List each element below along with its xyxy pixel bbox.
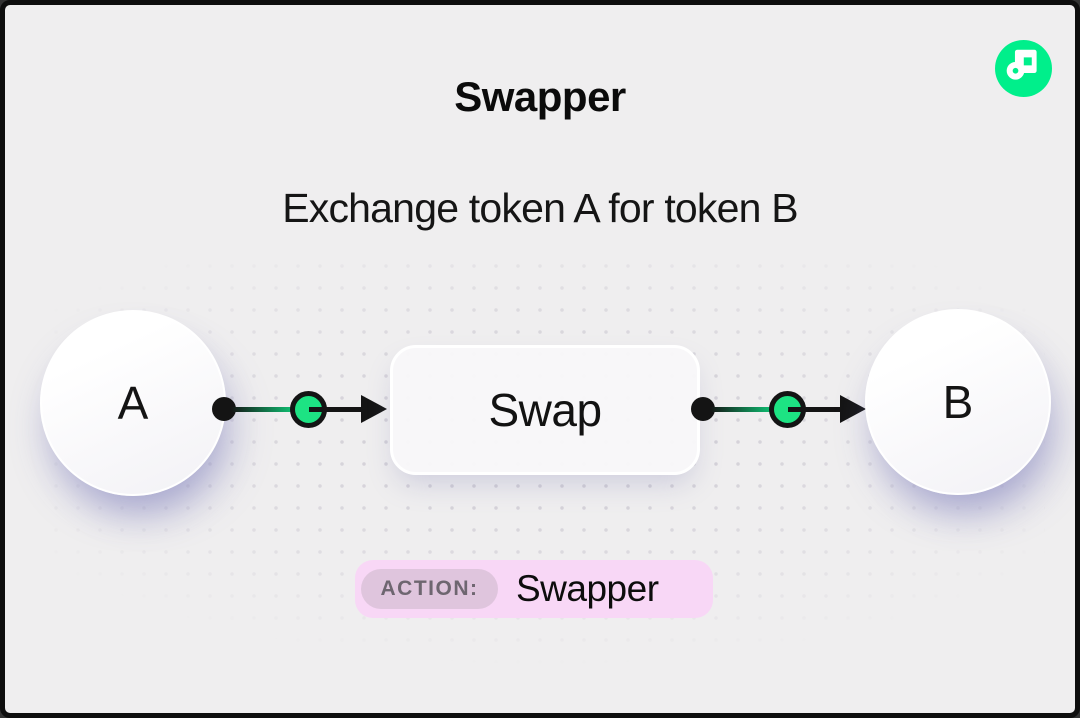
page-subtitle: Exchange token A for token B	[282, 185, 798, 231]
connector-line-green	[224, 407, 310, 412]
connector-line-black	[309, 407, 365, 412]
node-token-b: B	[865, 309, 1051, 495]
action-badge: ACTION: Swapper	[355, 560, 713, 618]
node-token-a-label: A	[117, 377, 149, 429]
connector-arrowhead-icon	[361, 395, 387, 423]
connector-line-green	[703, 407, 789, 412]
flow-logo-icon	[995, 40, 1052, 97]
connector-line-black	[788, 407, 844, 412]
node-token-b-label: B	[942, 376, 974, 428]
action-badge-value: Swapper	[516, 568, 659, 609]
node-swap-label: Swap	[488, 384, 602, 436]
page-title: Swapper	[454, 73, 626, 120]
connector-swap-to-b	[691, 389, 867, 430]
action-badge-label: ACTION:	[361, 569, 498, 609]
node-swap: Swap	[390, 345, 700, 475]
node-token-a: A	[40, 310, 226, 496]
connector-a-to-swap	[212, 389, 388, 430]
connector-arrowhead-icon	[840, 395, 866, 423]
